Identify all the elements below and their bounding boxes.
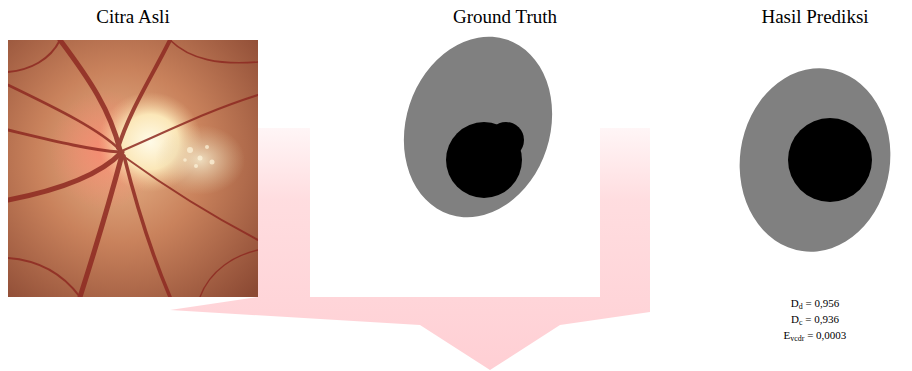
metric-value: Dd = 0,956 [791, 297, 839, 309]
column-heading: Hasil Prediksi [761, 6, 868, 28]
metric-value: Dc = 0,936 [791, 313, 839, 325]
metric-value: Evcdr = 0,0003 [784, 329, 847, 341]
column-heading: Citra Asli [96, 6, 169, 28]
fundus-photo [8, 40, 258, 297]
column-heading: Ground Truth [453, 6, 557, 28]
ground-truth-mask [381, 17, 575, 236]
prediction-mask [728, 58, 902, 261]
